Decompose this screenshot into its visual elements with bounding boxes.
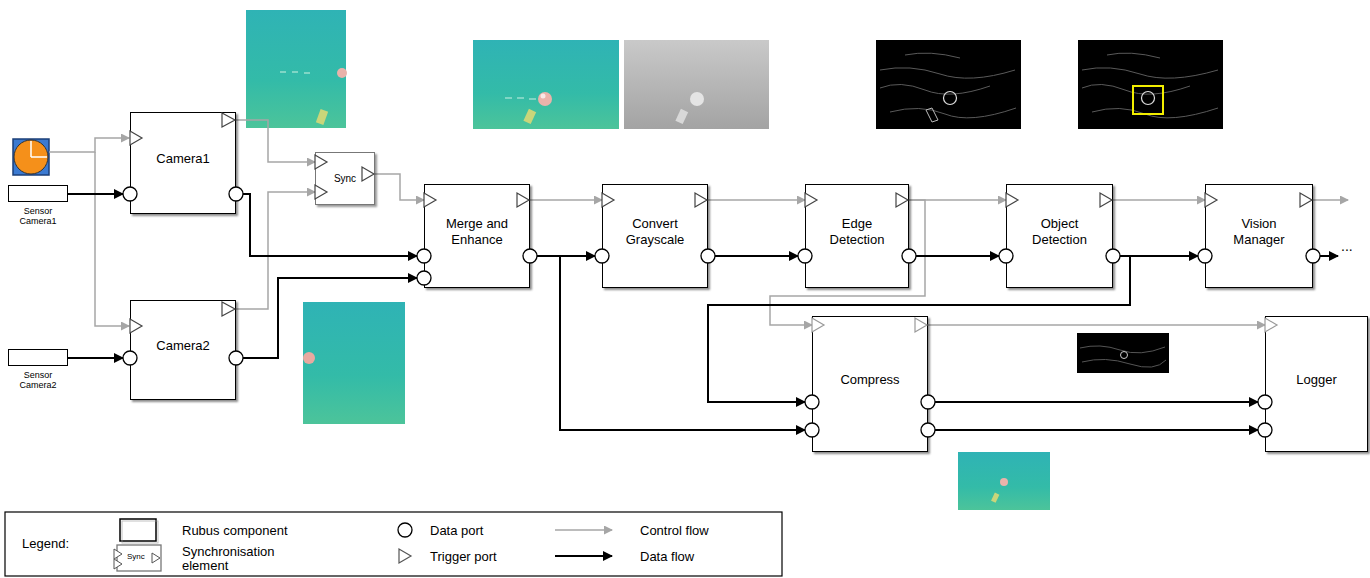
data-flow <box>935 401 1258 403</box>
rubus-component: Compress <box>812 316 928 452</box>
trigger-wire <box>49 138 129 152</box>
rubus-component: Vision Manager <box>1205 184 1313 288</box>
compressed-image <box>1077 333 1169 373</box>
control-flow <box>1113 199 1205 201</box>
legend-text: Rubus component <box>182 523 288 538</box>
component-label: Vision Manager <box>1223 216 1295 247</box>
component-label: Sync <box>334 173 356 185</box>
sync-sample <box>117 545 161 571</box>
control-flow <box>375 174 424 200</box>
rubus-component: Logger <box>1265 316 1368 452</box>
compressed-image <box>958 452 1050 510</box>
component-label: Camera2 <box>156 338 209 354</box>
component-label: Compress <box>840 372 899 388</box>
control-flow <box>530 199 602 201</box>
camera-image <box>303 302 405 424</box>
sync-element: Sync <box>315 152 375 205</box>
sync-sample-label: Sync <box>127 552 145 562</box>
trigger-ports <box>812 318 1277 332</box>
data-ports <box>123 187 1320 437</box>
legend-frame <box>5 512 782 576</box>
data-flow <box>715 255 798 257</box>
trigger-wire <box>1313 199 1348 201</box>
trigger-ports <box>130 113 1312 333</box>
rubus-component: Camera1 <box>130 112 236 214</box>
data-flow <box>68 193 123 195</box>
component-sample-shadow <box>122 521 158 543</box>
data-flow <box>1120 255 1198 257</box>
legend-text: Trigger port <box>430 549 497 564</box>
data-flow-sample <box>555 555 612 557</box>
control-flow-sample <box>555 529 612 531</box>
data-flow <box>68 357 123 359</box>
data-flow <box>243 278 417 358</box>
camera-image <box>246 10 347 128</box>
component-label: Camera1 <box>156 151 209 167</box>
control-flow <box>928 324 1265 326</box>
data-flow <box>935 429 1258 431</box>
grayscale-image <box>624 40 769 129</box>
trigger-sample <box>152 553 160 563</box>
component-label: Convert Grayscale <box>620 216 690 247</box>
rubus-component: Camera2 <box>130 300 236 400</box>
legend-text: Data flow <box>640 549 694 564</box>
rubus-component: Object Detection <box>1006 184 1113 288</box>
sensor-box: Sensor Camera1 <box>8 185 68 202</box>
control-flow <box>236 120 315 162</box>
clock-icon <box>13 139 49 175</box>
edge-image <box>876 40 1021 129</box>
rubus-component: Edge Detection <box>805 184 909 288</box>
component-sample <box>120 519 156 541</box>
component-label: Object Detection <box>1024 216 1095 247</box>
sensor-label: Sensor Camera1 <box>6 206 70 227</box>
data-port-sample <box>398 523 412 537</box>
data-flow <box>916 255 999 257</box>
sensor-label: Sensor Camera2 <box>6 370 70 391</box>
merged-image <box>473 40 619 129</box>
component-label: Logger <box>1296 372 1336 388</box>
trigger-sample <box>114 549 122 559</box>
rubus-component: Convert Grayscale <box>602 184 708 288</box>
data-wire <box>1320 255 1338 257</box>
legend-text: Synchronisation element <box>182 545 294 573</box>
sensor-box: Sensor Camera2 <box>8 349 68 366</box>
legend-text: Control flow <box>640 523 709 538</box>
legend-heading: Legend: <box>22 536 69 551</box>
trigger-sample <box>114 559 122 569</box>
ellipsis: ... <box>1341 238 1353 254</box>
legend-text: Data port <box>430 523 483 538</box>
trigger-wire <box>95 152 129 326</box>
component-label: Edge Detection <box>823 216 891 247</box>
control-flow <box>236 192 315 309</box>
rubus-component: Merge and Enhance <box>424 184 530 288</box>
trigger-port-sample <box>399 549 411 563</box>
component-label: Merge and Enhance <box>442 216 512 247</box>
control-flow <box>708 199 805 201</box>
object-image <box>1078 40 1223 129</box>
